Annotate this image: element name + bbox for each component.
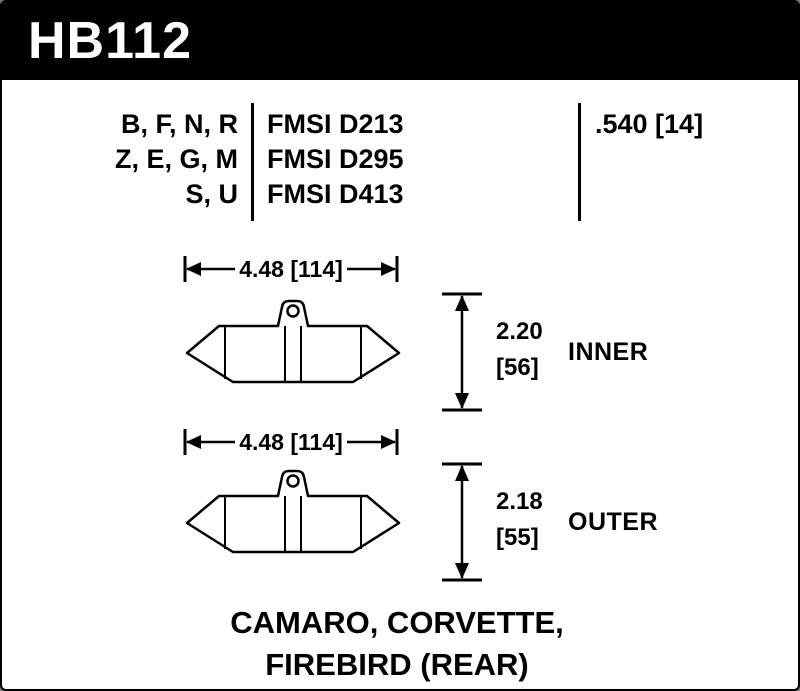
fmsi-row: FMSI D213 [267,109,404,139]
mounting-hole [286,474,300,488]
mounting-hole [286,304,300,318]
width-dimension-inner: 4.48 [114] [183,253,399,285]
width-dimension-arrow [183,429,399,455]
height-inches: 2.18 [496,488,543,515]
height-dimension-text-outer: 2.18 [55] [496,484,586,556]
width-dimension-text: 4.48 [114] [239,256,343,282]
fmsi-row: FMSI D295 [267,144,404,174]
compound-column: B, F, N, R Z, E, G, M S, U [100,107,238,212]
width-dimension-text: 4.48 [114] [239,429,343,455]
vehicle-applications-line2: FIREBIRD (REAR) [265,647,529,682]
pad-side-label-outer: OUTER [568,508,658,536]
height-dimension-arrow-outer [442,462,482,582]
height-mm: [56] [496,354,539,381]
height-inches: 2.20 [496,318,543,345]
brake-pad-drawing-outer [185,469,401,554]
width-dimension-outer: 4.48 [114] [183,426,399,458]
pad-side-label-inner: INNER [568,338,649,366]
header-bar: HB112 [2,2,798,80]
table-divider [251,103,254,221]
fmsi-row: FMSI D413 [267,179,404,209]
vehicle-applications-line1: CAMARO, CORVETTE, [230,605,564,640]
part-number: HB112 [28,12,192,70]
compound-row: B, F, N, R [120,109,238,139]
fmsi-column: FMSI D213 FMSI D295 FMSI D413 [267,107,404,212]
pad-thickness: .540 [14] [595,109,704,139]
vehicle-applications: CAMARO, CORVETTE, FIREBIRD (REAR) [2,602,792,686]
compound-row: Z, E, G, M [114,144,238,174]
compound-row: S, U [185,179,238,209]
height-dimension-text-inner: 2.20 [56] [496,314,586,386]
width-dimension-arrow [183,256,399,282]
height-dimension-arrow-inner [442,292,482,412]
height-mm: [55] [496,524,539,551]
table-divider [578,103,581,221]
brake-pad-drawing-inner [185,299,401,384]
